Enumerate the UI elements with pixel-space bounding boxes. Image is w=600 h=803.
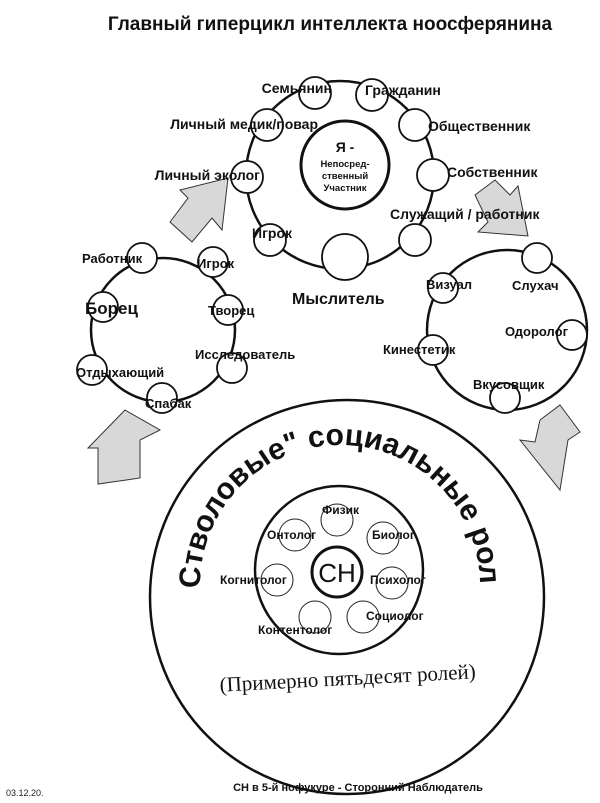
role-label: Спабак [145,396,192,411]
role-label: Слухач [512,278,559,293]
diagram-title: Главный гиперцикл интеллекта ноосферянин… [108,14,553,35]
role-label: Личный медик/повар [170,116,318,132]
role-node [197,246,229,278]
observer-label: СН [318,558,356,588]
role-node [298,600,332,634]
left-ring [89,256,237,404]
role-label: Общественник [428,118,531,134]
role-node [320,503,354,537]
role-label: Кинестетик [383,342,456,357]
date-label: 03.12.20. [6,788,44,798]
role-label: Служащий / работник [390,206,540,222]
outer-ring [148,398,546,796]
role-node [298,76,332,110]
role-node [375,566,409,600]
role-label: Физик [322,503,360,517]
role-label: Личный эколог [155,167,260,183]
self-label: Участник [324,183,367,194]
role-node [366,521,400,555]
self-label: Непосред- [320,159,369,170]
role-node [278,518,312,552]
left-cycle: Работник Игрок Борец Творец Исследовател… [76,242,295,414]
role-node [398,223,432,257]
role-label: Творец [208,303,254,318]
self-circle [299,119,391,211]
role-node [250,108,284,142]
role-label: Семьянин [262,80,332,96]
role-label: Контентолог [258,623,332,637]
role-label: Одоролог [505,324,569,339]
role-label: Исследователь [195,347,295,362]
role-label: Игрок [252,225,293,241]
role-label: Собственник [447,164,538,180]
role-label: Визуал [426,277,472,292]
role-node [355,78,389,112]
right-cycle: Визуал Слухач Одоролог Кинестетик Вкусов… [383,242,589,414]
role-node [427,272,459,304]
role-label: Социолог [366,609,424,623]
role-node [253,223,287,257]
role-node [126,242,158,274]
self-label: Я - [336,139,355,155]
role-label: Биолог [372,528,415,542]
observer-circle [310,545,364,599]
stem-note: (Примерно пятьдесят ролей) [219,659,476,696]
role-node [146,382,178,414]
role-node [489,382,521,414]
inner-ring [253,484,425,656]
arrow-down-left-icon [518,404,581,492]
arrow-down-right-icon [474,179,529,237]
role-label: Когнитолог [220,573,287,587]
role-node [346,600,380,634]
role-node [556,319,588,351]
role-node [76,354,108,386]
role-label: Отдыхающий [76,365,164,380]
role-node [521,242,553,274]
role-node [216,352,248,384]
role-node [87,291,119,323]
role-node [321,233,369,281]
role-label: Вкусовщик [473,377,545,392]
top-cycle: Я - Непосред- ственный Участник Семьянин… [155,76,540,308]
role-node [260,563,294,597]
role-node [398,108,432,142]
arrow-up-right-icon [169,177,229,243]
role-node [212,294,244,326]
role-label: Игрок [197,256,235,271]
role-label: Работник [82,251,143,266]
role-node [230,160,264,194]
role-label: Психолог [370,573,426,587]
arrow-up-icon [86,409,162,485]
role-label: Мыслитель [292,291,385,308]
role-label: Онтолог [267,528,316,542]
self-label: ственный [322,171,369,182]
role-node [417,334,449,366]
footer-caption: СН в 5-й нофукуре - Сторонний Наблюдател… [233,782,483,794]
role-node [416,158,450,192]
role-label: Борец [85,299,138,318]
role-label: Гражданин [365,82,441,98]
